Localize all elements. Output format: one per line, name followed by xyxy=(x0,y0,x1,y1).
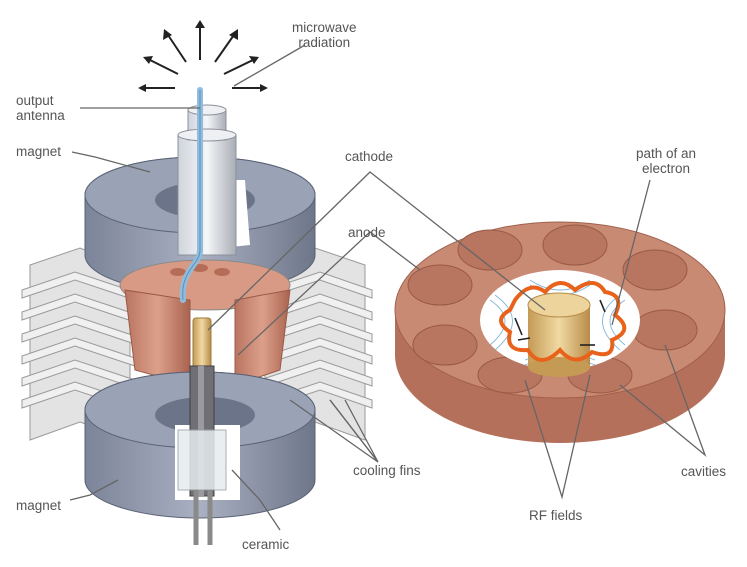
cavity xyxy=(412,324,478,366)
ceramic-sleeve xyxy=(177,429,227,491)
electron-direction-arrows xyxy=(514,299,606,346)
label-line: radiation xyxy=(298,35,351,50)
radiation-arrows xyxy=(138,20,268,92)
radiation-arrow xyxy=(165,31,187,63)
label-cooling-fins: cooling fins xyxy=(353,463,421,478)
arrowhead-icon xyxy=(195,20,205,28)
label-line: output xyxy=(16,93,54,108)
label-cathode: cathode xyxy=(345,149,394,164)
cavity xyxy=(632,309,698,351)
label-path-of-electron: path of an electron xyxy=(636,146,696,176)
label-line: antenna xyxy=(16,108,65,123)
anode-cross-section xyxy=(394,221,726,443)
label-line: path of an xyxy=(636,146,697,161)
anode-block xyxy=(119,259,291,386)
cavity xyxy=(457,229,523,271)
label-cavities: cavities xyxy=(681,464,727,479)
magnetron-cutaway xyxy=(21,87,373,545)
output-tube xyxy=(177,104,237,256)
cavity xyxy=(622,249,688,291)
cavity xyxy=(407,264,473,306)
label-line: electron xyxy=(642,161,691,176)
cathode-cylinder xyxy=(527,292,591,377)
label-output-antenna: output antenna xyxy=(16,93,65,123)
label-ceramic: ceramic xyxy=(242,537,290,552)
label-magnet-bottom: magnet xyxy=(16,498,62,513)
label-microwave-radiation: microwave radiation xyxy=(292,20,357,50)
label-line: microwave xyxy=(292,20,357,35)
cathode-rod xyxy=(192,317,212,369)
cavity xyxy=(542,224,608,266)
radiation-arrow xyxy=(145,57,179,75)
leader-lines xyxy=(69,44,707,531)
label-anode: anode xyxy=(348,225,386,240)
radiation-arrow xyxy=(214,31,237,63)
cooling-fins-left xyxy=(21,247,136,441)
electron-path xyxy=(499,281,627,362)
radiation-arrow xyxy=(223,57,258,75)
label-magnet-top: magnet xyxy=(16,144,62,159)
label-rf-fields: RF fields xyxy=(529,508,583,523)
